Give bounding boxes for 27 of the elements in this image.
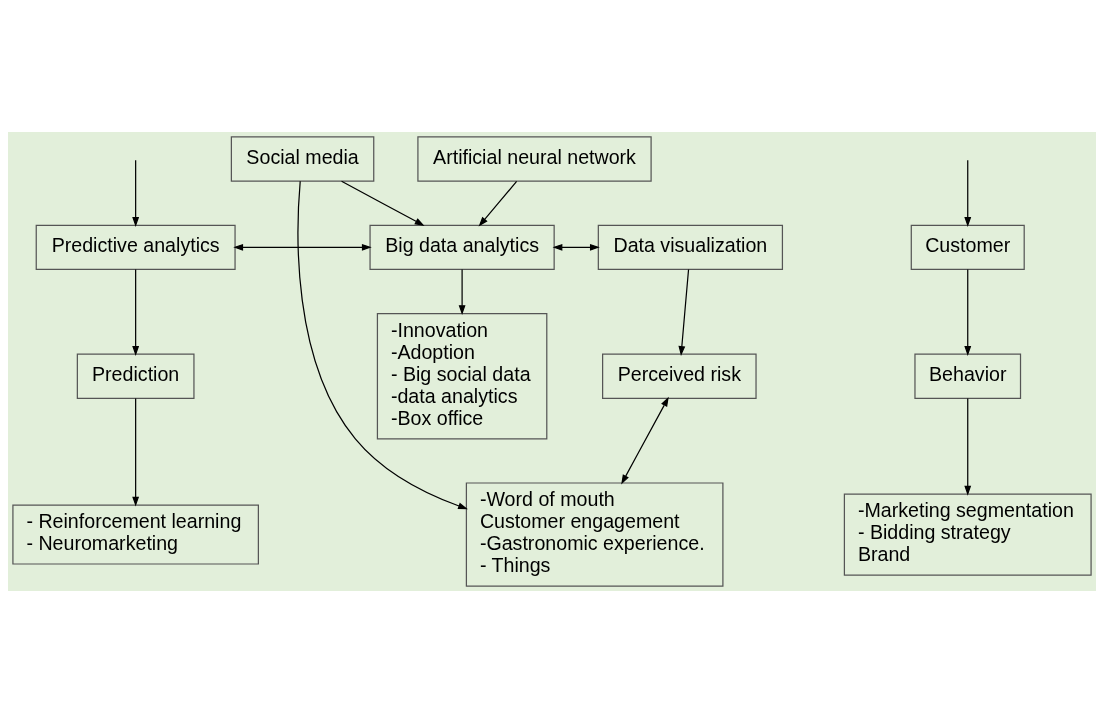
node-box: Social media (230, 135, 375, 182)
arrow (458, 268, 466, 315)
node-box: Behavior (914, 353, 1022, 399)
arrow (964, 159, 972, 227)
node-box: Big data analytics (369, 224, 555, 270)
arrow (964, 268, 972, 356)
arrow (621, 396, 669, 484)
node-box: -Marketing segmentation - Bidding strategy Brand (843, 492, 1092, 576)
arrow (132, 159, 140, 227)
node-box: - Reinforcement learning - Neuromarketing (12, 503, 259, 565)
arrow (233, 243, 372, 251)
arrow (478, 180, 518, 227)
arrow (964, 397, 972, 496)
arrow (678, 268, 690, 356)
node-box: Prediction (76, 353, 195, 399)
arrow (132, 268, 140, 356)
node-box: Data visualization (597, 224, 784, 270)
node-box: Predictive analytics (35, 224, 236, 270)
node-box: -Word of mouth Customer engagement -Gastronomic experience. - Things (465, 481, 724, 587)
node-box: Customer (910, 224, 1025, 270)
arrow (552, 243, 600, 251)
arrow (132, 397, 140, 507)
node-box: -Innovation -Adoption - Big social data -data analytics -Box office (376, 312, 548, 439)
arrow (297, 180, 468, 509)
arrow (340, 180, 425, 226)
node-box: Artificial neural network (417, 135, 652, 182)
node-box: Perceived risk (602, 353, 757, 399)
